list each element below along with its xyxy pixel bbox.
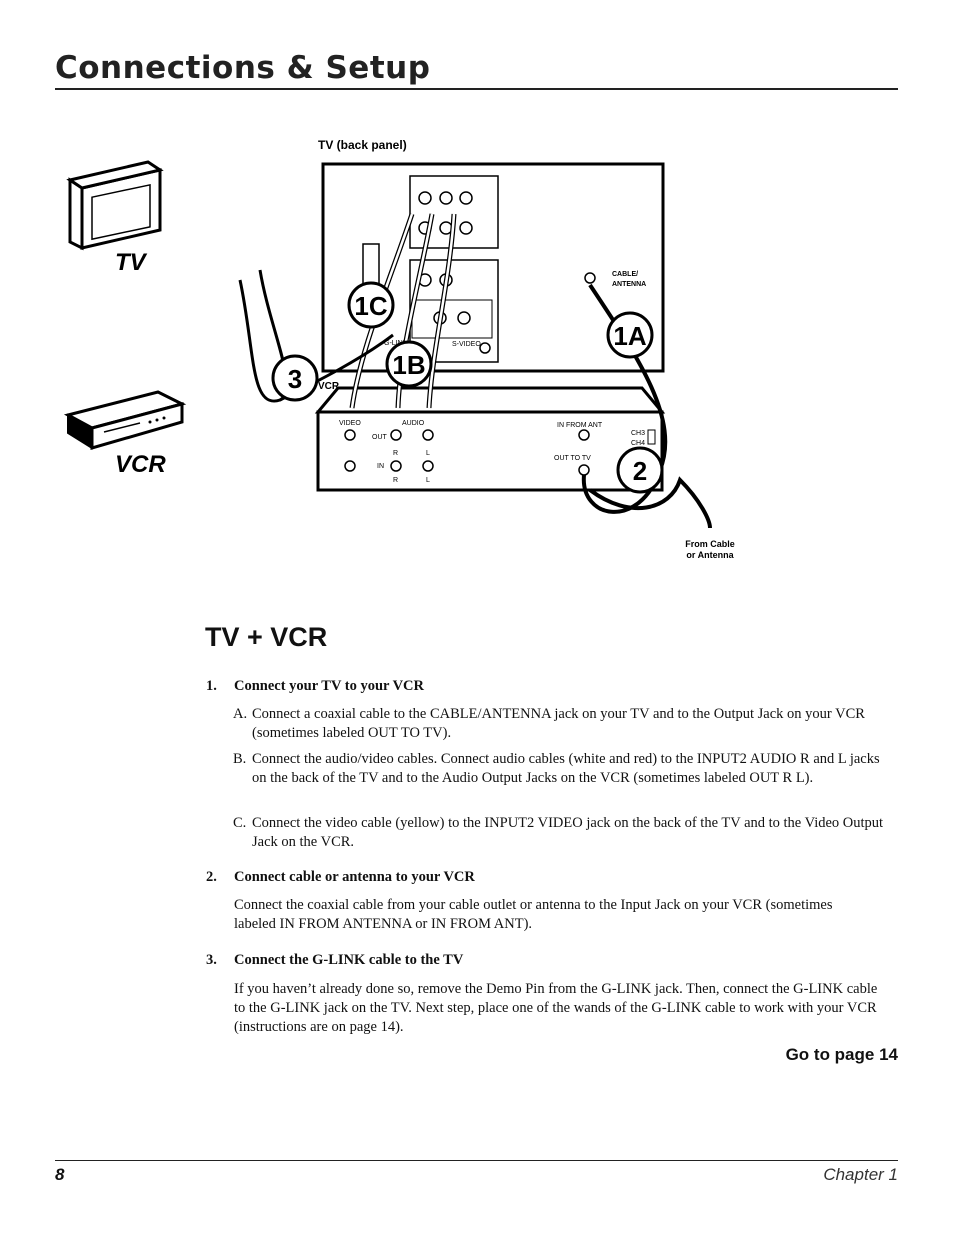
tv-icon-label: TV — [115, 249, 148, 276]
step-2-text: Connect the coaxial cable from your cabl… — [234, 897, 833, 932]
svg-text:3: 3 — [288, 364, 302, 394]
audio-label: AUDIO — [402, 420, 425, 427]
header-rule — [55, 88, 898, 90]
step-1b-text: Connect the audio/video cables. Connect … — [252, 751, 880, 786]
tv-icon — [66, 160, 164, 251]
out-label: OUT — [372, 434, 388, 441]
step-1b: B. Connect the audio/video cables. Conne… — [233, 750, 893, 788]
vcr-rca-jacks — [344, 429, 590, 476]
callout-1a: 1A — [606, 311, 654, 359]
step-3-number: 3. — [206, 952, 217, 968]
cable-antenna-label-2: ANTENNA — [612, 281, 646, 288]
svideo-box — [411, 299, 493, 339]
footer-rule — [55, 1160, 898, 1161]
vcr-icon — [63, 390, 187, 450]
page-number: 8 — [55, 1165, 65, 1184]
cable-antenna-jack — [584, 272, 596, 284]
svideo-label: S-VIDEO — [452, 341, 481, 348]
vcr-unit-label: VCR — [318, 381, 340, 392]
ch-switch — [647, 429, 656, 445]
step-1a-text: Connect a coaxial cable to the CABLE/ANT… — [252, 706, 865, 741]
svg-text:2: 2 — [633, 456, 647, 486]
out-to-tv-label: OUT TO TV — [554, 455, 591, 462]
l-label-in: L — [426, 477, 430, 484]
ch4-label: CH4 — [631, 440, 645, 447]
step-1c: C. Connect the video cable (yellow) to t… — [233, 814, 893, 852]
connection-diagram: TV VCR TV (back panel) S-VIDEO G-LINK CA… — [63, 138, 735, 560]
step-1-title: Connect your TV to your VCR — [234, 678, 425, 694]
from-cable-label-2: or Antenna — [686, 550, 734, 560]
svg-text:1A: 1A — [613, 321, 646, 351]
tv-back-panel-label: TV (back panel) — [318, 138, 407, 152]
r-label-in: R — [393, 477, 398, 484]
from-cable-label-1: From Cable — [685, 539, 735, 549]
vcr-icon-label: VCR — [115, 451, 166, 478]
page-header-title: Connections & Setup — [55, 50, 431, 86]
step-2-number: 2. — [206, 869, 217, 885]
callout-1c: 1C — [347, 281, 395, 329]
svg-text:1C: 1C — [354, 291, 387, 321]
glink-slot — [362, 243, 380, 287]
l-label-out: L — [426, 450, 430, 457]
callout-2: 2 — [616, 446, 664, 494]
callout-3: 3 — [271, 354, 319, 402]
step-1c-letter: C. — [233, 815, 247, 831]
section-title: TV + VCR — [205, 622, 328, 652]
step-3-text: If you haven’t already done so, remove t… — [234, 981, 878, 1035]
r-label-out: R — [393, 450, 398, 457]
step-1a: A. Connect a coaxial cable to the CABLE/… — [233, 705, 893, 743]
step-3-title: Connect the G-LINK cable to the TV — [234, 952, 464, 968]
svg-text:1B: 1B — [392, 350, 425, 380]
step-1a-letter: A. — [233, 706, 248, 722]
ch3-label: CH3 — [631, 430, 645, 437]
coax-cable-2 — [588, 476, 712, 529]
glink-label: G-LINK — [384, 340, 408, 347]
vcr-top — [314, 386, 666, 414]
in-from-ant-label: IN FROM ANT — [557, 422, 603, 429]
vcr-back-panel — [316, 410, 664, 492]
go-to-page-link[interactable]: Go to page 14 — [785, 1045, 898, 1064]
step-1c-text: Connect the video cable (yellow) to the … — [252, 815, 884, 850]
step-1b-letter: B. — [233, 751, 247, 767]
step-2-title: Connect cable or antenna to your VCR — [234, 869, 475, 885]
callout-1b: 1B — [385, 340, 433, 388]
step-1-number: 1. — [206, 678, 217, 694]
chapter-label: Chapter 1 — [823, 1165, 898, 1184]
in-label: IN — [377, 463, 384, 470]
video-label: VIDEO — [339, 420, 361, 427]
cable-antenna-label-1: CABLE/ — [612, 271, 638, 278]
